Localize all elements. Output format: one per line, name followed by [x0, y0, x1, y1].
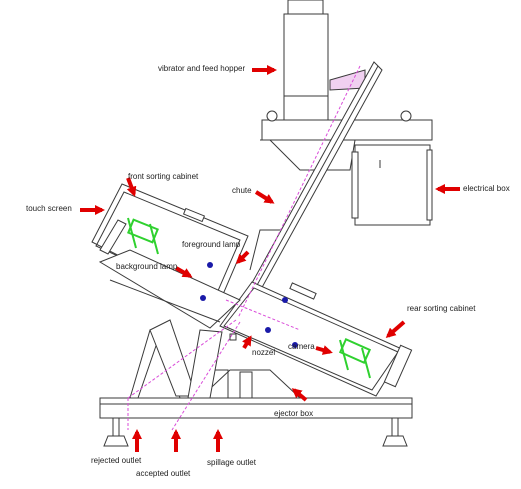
product-paths	[127, 65, 361, 431]
green-camera-front	[127, 217, 159, 255]
label-ejector-box: ejector box	[274, 409, 314, 418]
electrical-box	[351, 144, 433, 226]
arrow-front-cabinet	[126, 177, 137, 197]
label-vibrator: vibrator and feed hopper	[158, 64, 246, 73]
label-nozzel: nozzel	[252, 348, 276, 357]
label-chute: chute	[232, 186, 252, 195]
nozzle-marker	[229, 333, 237, 341]
arrow-chute	[254, 190, 275, 204]
green-camera-rear	[338, 337, 372, 379]
arrow-background-lamp	[175, 266, 193, 278]
arrow-camera	[315, 345, 333, 355]
label-rear-cabinet: rear sorting cabinet	[407, 304, 476, 313]
callout-arrows	[80, 65, 460, 452]
label-camera: camera	[288, 342, 315, 351]
arrow-rear-cabinet	[385, 320, 406, 338]
label-rejected-outlet: rejected outlet	[91, 456, 142, 465]
label-spillage-outlet: spillage outlet	[207, 458, 256, 467]
arrow-foreground-lamp	[235, 250, 250, 265]
label-touch-screen: touch screen	[26, 204, 72, 213]
rear-sorting-cabinet	[219, 281, 413, 397]
arrow-ejector-box	[291, 388, 308, 402]
lower-cabinet	[98, 249, 241, 399]
feed-hopper	[266, 0, 412, 122]
sensor-dots	[200, 262, 298, 348]
label-front-cabinet: front sorting cabinet	[128, 172, 199, 181]
arrow-nozzel	[242, 335, 252, 350]
label-electrical-box: electrical box	[463, 184, 510, 193]
label-background-lamp: background lamp	[116, 262, 178, 271]
label-accepted-outlet: accepted outlet	[136, 469, 191, 478]
label-foreground-lamp: foreground lamp	[182, 240, 241, 249]
